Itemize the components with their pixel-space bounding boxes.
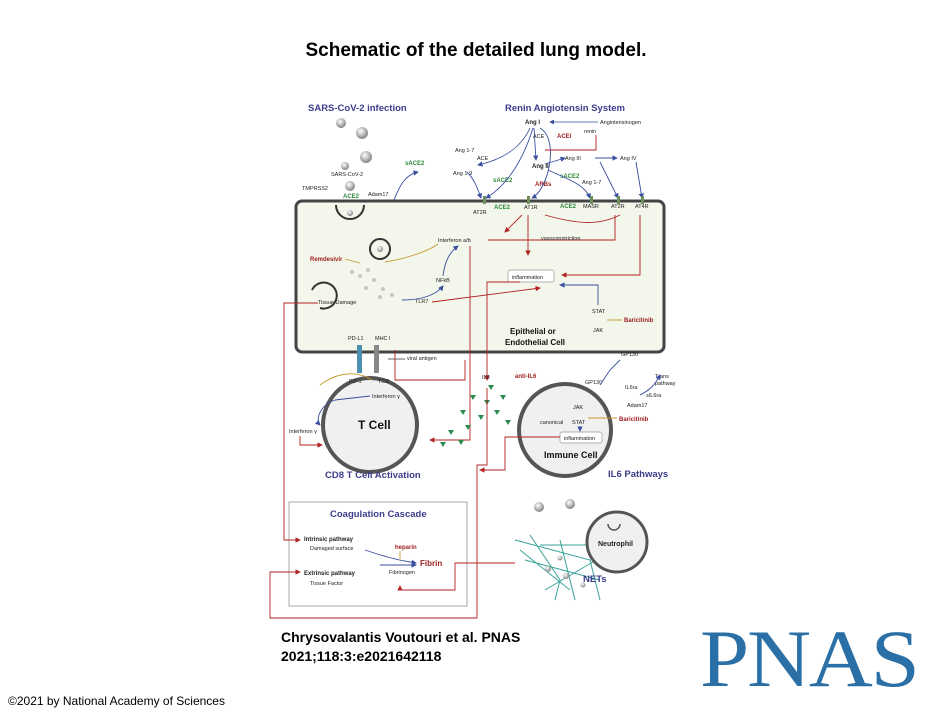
copyright: ©2021 by National Academy of Sciences [8, 694, 225, 708]
label-neutrophil: Neutrophil [598, 541, 633, 548]
drug-baricitinib-a: Baricitinib [624, 318, 654, 324]
label-inflammation-b: inflammation [564, 436, 595, 442]
label-sil6ra: sIL6ra [646, 393, 662, 399]
label-ace2-a: ACE2 [494, 205, 511, 211]
drug-baricitinib-b: Baricitinib [619, 417, 649, 423]
label-il6ra: IL6ra [625, 385, 638, 391]
label-fibrinogen: Fibrinogen [389, 570, 415, 576]
label-at2r-b: AT2R [611, 204, 625, 210]
section-coag: Coagulation Cascade [330, 509, 427, 520]
label-pdl1: PD-L1 [348, 336, 364, 342]
viral-rna-fragments [350, 268, 394, 299]
label-ang17-a: Ang 1-7 [455, 148, 474, 154]
label-canonical: canonical [540, 420, 563, 426]
label-masr: MASR [583, 204, 599, 210]
drug-remdesivir: Remdesivir [310, 257, 343, 263]
label-at4r: AT4R [635, 204, 649, 210]
label-extrinsic: Extrinsic pathway [304, 571, 356, 577]
label-fibrin: Fibrin [420, 559, 442, 568]
label-ace: ACE [477, 156, 489, 162]
label-interferon-g-a: Interferon γ [372, 394, 400, 400]
label-trans: Trans [655, 374, 669, 380]
immune-cell [517, 382, 613, 478]
label-jak-b: JAK [573, 405, 583, 411]
label-sace2-b: sACE2 [560, 174, 580, 180]
drug-acei: ACEI [557, 134, 572, 140]
label-pd1: PD-1 [349, 379, 362, 385]
membrane-receptors [483, 196, 644, 204]
epithelial-label: Epithelial or [510, 327, 556, 336]
label-ang4: Ang IV [620, 156, 637, 162]
label-vasoconstriction: vasoconstriction [541, 236, 580, 242]
section-nets: NETs [583, 574, 607, 585]
label-sarscov2: SARS-CoV-2 [331, 172, 363, 178]
section-infection: SARS-CoV-2 infection [308, 103, 407, 114]
label-tlr7: TLR7 [415, 299, 428, 305]
label-at2r-a: AT2R [473, 210, 487, 216]
epithelial-cell [294, 199, 666, 354]
virus-particles [336, 118, 575, 512]
label-adam17-b: Adam17 [627, 403, 648, 409]
label-at1r: AT1R [524, 205, 538, 211]
section-cd8: CD8 T Cell Activation [325, 470, 421, 481]
label-viral-antigen: viral antigen [407, 356, 437, 362]
label-tissue-damage: Tissue Damage [318, 300, 356, 306]
label-ang3: Ang III [565, 156, 581, 162]
label-intrinsic: Intrinsic pathway [304, 537, 354, 543]
label-il6: IL6 [482, 375, 490, 381]
label-ang2: Ang II [532, 164, 549, 170]
label-interferon-g-b: Interferon γ [289, 429, 317, 435]
il6-molecules [440, 385, 511, 447]
label-ace2-b: ACE2 [560, 204, 577, 210]
citation-line-2: 2021;118:3:e2021642118 [281, 648, 442, 664]
citation: Chrysovalantis Voutouri et al. PNAS 2021… [281, 628, 520, 666]
label-damaged: Damaged surface [310, 546, 353, 552]
label-sace2-a: sACE2 [493, 178, 513, 184]
section-il6: IL6 Pathways [608, 469, 668, 480]
t-cell-label: T Cell [358, 418, 391, 432]
pnas-logo: PNAS [700, 613, 920, 704]
label-sace2-c: sACE2 [405, 161, 425, 167]
label-gp130-a: GP130 [621, 352, 638, 358]
drug-anti-il6: anti-IL6 [515, 374, 537, 380]
drug-heparin: heparin [395, 545, 417, 551]
label-pathway: pathway [655, 381, 676, 387]
label-tcr: TCR [378, 379, 389, 385]
label-tmprss2: TMPRSS2 [302, 186, 328, 192]
label-tissue-factor: Tissue Factor [310, 581, 343, 587]
label-ang1: Ang I [525, 120, 540, 126]
label-jak-a: JAK [593, 328, 603, 334]
label-ace2-entry: ACE2 [343, 194, 360, 200]
label-gp130-b: GP130 [585, 380, 602, 386]
label-interferon-ab: Interferon a/b [438, 238, 471, 244]
section-ras: Renin Angiotensin System [505, 103, 625, 114]
endothelial-label: Endothelial Cell [505, 338, 565, 347]
label-renin: renin [584, 129, 596, 135]
label-ang17-b: Ang 1-7 [582, 180, 601, 186]
label-stat-a: STAT [592, 309, 606, 315]
label-nfkb: NFkB [436, 278, 450, 284]
label-stat-b: STAT [572, 420, 586, 426]
label-ace-top: ACE [533, 134, 545, 140]
label-mhc1: MHC I [375, 336, 391, 342]
neutrophil [585, 510, 649, 574]
label-adam17-a: Adam17 [368, 192, 389, 198]
page-title: Schematic of the detailed lung model. [305, 40, 647, 61]
label-angiotensinogen: Angiotensinogen [600, 120, 641, 126]
t-cell [321, 376, 419, 474]
label-ang19: Ang 1-9 [453, 171, 472, 177]
immune-cell-label: Immune Cell [544, 450, 598, 460]
citation-line-1: Chrysovalantis Voutouri et al. PNAS [281, 629, 521, 645]
label-inflammation-a: inflammation [512, 275, 543, 281]
